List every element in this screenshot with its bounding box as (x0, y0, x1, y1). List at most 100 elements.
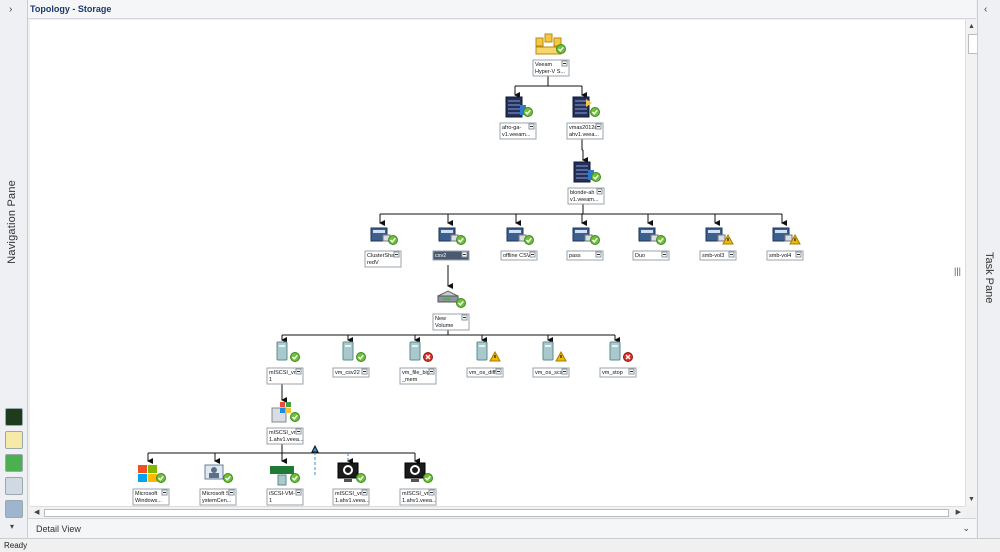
chevron-down-icon[interactable]: ▾ (10, 522, 15, 531)
topology-node[interactable]: mISCSI_vm1.ahv1.veea... (332, 462, 370, 506)
expand-collapse-icon[interactable] (495, 368, 502, 375)
vertical-scrollbar[interactable]: ▲ ▼ (965, 20, 978, 506)
expand-collapse-icon[interactable] (595, 123, 602, 130)
expand-collapse-icon[interactable] (561, 60, 568, 67)
topology-node[interactable]: afro-ga-v1.veeam... (499, 96, 537, 140)
node-label: mISCSI_vm (335, 491, 365, 497)
server-icon (572, 96, 592, 118)
chevron-right-icon[interactable]: › (9, 4, 13, 15)
expand-collapse-icon[interactable] (461, 314, 468, 321)
topology-node[interactable]: vm_file_big_mem (399, 341, 437, 385)
administration-icon[interactable] (5, 477, 23, 495)
expand-collapse-icon[interactable] (728, 251, 735, 258)
topology-node[interactable]: csv2 (432, 227, 470, 261)
topology-node[interactable]: vm_os_diff (466, 341, 504, 378)
node-label: vm_os_diff (469, 370, 496, 376)
status-ok-icon (590, 235, 600, 245)
topology-node[interactable]: Duo (632, 227, 670, 261)
status-ok-icon (656, 235, 666, 245)
topology-node[interactable]: iSCSI-VM-1 (266, 466, 304, 506)
expand-collapse-icon[interactable] (295, 428, 302, 435)
expand-collapse-icon[interactable] (295, 489, 302, 496)
splitter-grip-icon[interactable]: ||| (954, 266, 962, 276)
status-text: Ready (4, 541, 28, 550)
node-label: blonde-ah (570, 190, 594, 196)
node-label: ClusterSha (367, 253, 395, 259)
scrollbar-thumb[interactable] (44, 509, 949, 517)
expand-collapse-icon[interactable] (161, 489, 168, 496)
expand-collapse-icon[interactable] (595, 251, 602, 258)
topology-node[interactable]: pass (566, 227, 604, 261)
node-label: Microsoft (135, 491, 158, 497)
expand-collapse-icon[interactable] (596, 188, 603, 195)
expand-collapse-icon[interactable] (361, 368, 368, 375)
expand-collapse-icon[interactable] (428, 489, 435, 496)
scroll-left-icon[interactable]: ◀ (34, 509, 40, 516)
node-label: vmas2012r2 (569, 125, 599, 131)
node-label: v1.veeam... (570, 197, 599, 203)
expand-collapse-icon[interactable] (361, 489, 368, 496)
node-label: afro-ga- (502, 125, 521, 131)
cluster-server-icon (573, 161, 594, 183)
expand-collapse-icon[interactable] (661, 251, 668, 258)
expand-collapse-icon[interactable] (228, 489, 235, 496)
node-label: mISCSI_vm (269, 370, 299, 376)
vm-disk-icon (609, 341, 621, 361)
topology-node[interactable]: smb-vol3 (699, 227, 737, 261)
expand-collapse-icon[interactable] (461, 251, 468, 258)
topology-node[interactable]: mISCSI_vm1.ahv1.veea... (266, 402, 304, 445)
cluster-server-icon (505, 96, 526, 118)
status-warning-icon (722, 233, 734, 245)
expand-collapse-icon[interactable] (529, 251, 536, 258)
monitoring-icon[interactable] (5, 408, 23, 426)
scroll-right-icon[interactable]: ▶ (955, 509, 961, 516)
expand-collapse-icon[interactable] (561, 368, 568, 375)
status-ok-icon (456, 235, 466, 245)
topology-node[interactable]: vm_stop (599, 341, 637, 378)
expand-collapse-icon[interactable] (393, 251, 400, 258)
node-label: mISCSI_vm (402, 491, 432, 497)
expand-collapse-icon[interactable] (295, 368, 302, 375)
node-label: smb-vol3 (702, 253, 724, 259)
topology-node[interactable]: mISCSI_vm1 (266, 341, 304, 385)
reporting-icon[interactable] (5, 454, 23, 472)
status-warning-icon (555, 350, 567, 362)
expand-collapse-icon[interactable] (428, 368, 435, 375)
topology-node[interactable]: MicrosoftWindows... (132, 465, 170, 506)
task-pane-label[interactable]: Task Pane (983, 252, 995, 304)
expand-collapse-icon[interactable] (795, 251, 802, 258)
scroll-up-icon[interactable]: ▲ (968, 23, 975, 30)
status-error-icon (423, 352, 433, 362)
topology-node[interactable]: mISCSI_vm1.ahv1.veea... (399, 462, 437, 506)
status-ok-icon (556, 44, 566, 54)
status-ok-icon (290, 352, 300, 362)
topology-node[interactable]: blonde-ahv1.veeam... (567, 161, 605, 205)
vm-disk-icon (342, 341, 354, 361)
topology-node[interactable]: vm_os_scsi (532, 341, 570, 378)
veeam-icon (270, 466, 294, 486)
topology-node[interactable]: offline CSV (500, 227, 538, 261)
topology-node[interactable]: vm_csv22 (332, 341, 370, 378)
chevron-down-icon[interactable]: ⌄ (962, 523, 970, 533)
node-label: vm_os_scsi (535, 370, 564, 376)
topology-node[interactable]: vmas2012r2ahv1.veea... (566, 96, 604, 140)
chevron-left-icon[interactable]: ‹ (984, 4, 988, 15)
topology-node[interactable]: smb-vol4 (766, 227, 804, 261)
status-ok-icon (223, 473, 233, 483)
authoring-icon[interactable] (5, 431, 23, 449)
horizontal-scrollbar[interactable]: ◀ ▶ (30, 506, 965, 518)
view-header: Topology - Storage (28, 0, 976, 19)
expand-collapse-icon[interactable] (628, 368, 635, 375)
expand-collapse-icon[interactable] (528, 123, 535, 130)
navigation-pane-label[interactable]: Navigation Pane (6, 180, 18, 264)
topology-node[interactable]: Microsoft SystemCen... (199, 464, 237, 506)
status-ok-icon (456, 298, 466, 308)
scroll-down-icon[interactable]: ▼ (968, 496, 975, 503)
my-workspace-icon[interactable] (5, 500, 23, 518)
detail-view-bar[interactable]: Detail View ⌄ (28, 518, 976, 538)
